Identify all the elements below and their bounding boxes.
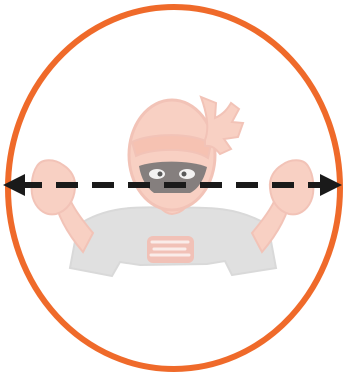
- shirt-logo-icon: [147, 236, 194, 263]
- right-eye-icon: [179, 169, 195, 179]
- headband-tail-icon: [201, 97, 243, 154]
- left-eye-icon: [149, 169, 165, 179]
